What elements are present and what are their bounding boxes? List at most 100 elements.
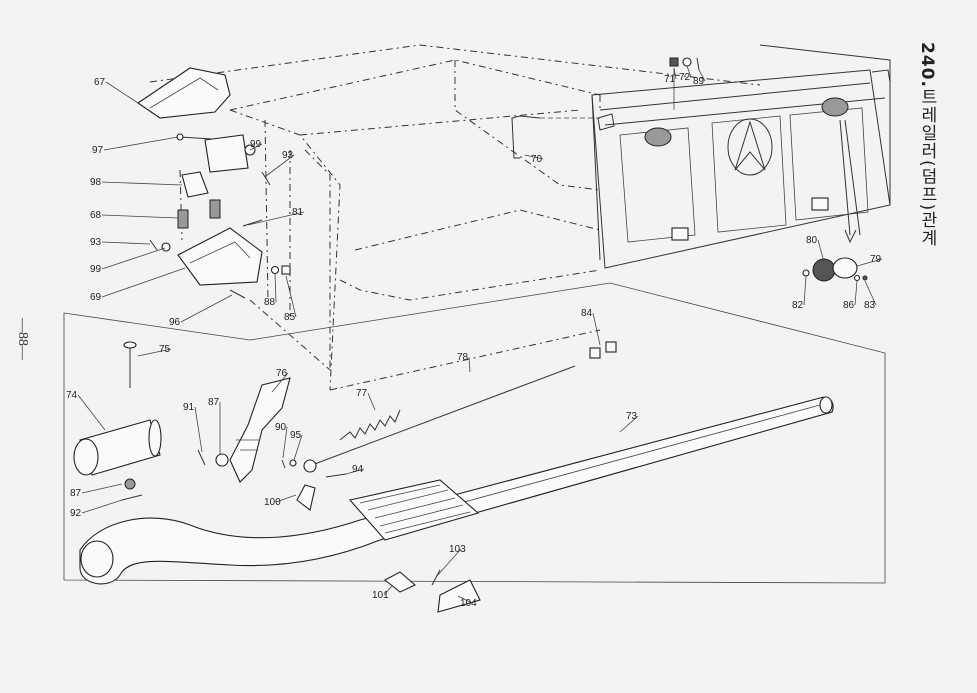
callout-label-78: 78 (457, 352, 469, 363)
callout-leader-100 (275, 494, 297, 503)
callout-label-99: 99 (250, 139, 262, 150)
callout-leader-74 (77, 394, 106, 431)
callout-label-90: 90 (275, 422, 287, 433)
callout-label-77: 77 (356, 388, 368, 399)
callout-label-85: 85 (284, 312, 296, 323)
callout-label-94: 94 (352, 464, 364, 475)
callout-leader-85 (285, 275, 297, 318)
callout-leader-98 (101, 181, 183, 186)
page-number: —88— (15, 318, 30, 360)
callout-leader-80 (817, 239, 825, 263)
lamp-lens-80 (802, 257, 868, 282)
lever-70 (511, 115, 541, 159)
callout-leader-96 (180, 294, 233, 323)
tailgate-assembly (591, 44, 891, 269)
callout-leader-76 (271, 372, 289, 393)
callout-label-101: 101 (372, 590, 389, 601)
callout-label-95: 95 (290, 430, 302, 441)
callout-leader-86 (854, 280, 858, 306)
pin-75 (123, 341, 137, 388)
callout-label-83: 83 (864, 300, 876, 311)
callout-leader-67 (105, 81, 139, 104)
callout-label-96: 96 (169, 317, 181, 328)
callout-leader-70 (524, 154, 544, 160)
hinge-left (671, 227, 689, 241)
callout-label-67: 67 (94, 77, 106, 88)
callout-label-97: 97 (92, 145, 104, 156)
clamp-74 (73, 419, 162, 476)
rod-78 (311, 365, 576, 466)
callout-leader-68 (101, 214, 179, 219)
nut-84a (589, 347, 601, 359)
callout-leader-90 (282, 426, 288, 459)
callout-label-89: 89 (693, 76, 705, 87)
callout-label-87: 87 (208, 397, 220, 408)
callout-label-86: 86 (843, 300, 855, 311)
callout-label-69: 69 (90, 292, 102, 303)
emblem-icon (727, 118, 773, 176)
callout-leader-81 (247, 211, 305, 226)
callout-label-82: 82 (792, 300, 804, 311)
page-title: 240.트레일러(덤프)관계 (915, 42, 940, 247)
callout-leader-104 (457, 595, 473, 604)
callout-leader-84 (592, 312, 601, 346)
trailer-body-outline (149, 44, 761, 391)
detail-frame (63, 282, 886, 584)
pins-71-72-89 (669, 57, 700, 110)
callout-label-93: 93 (282, 150, 294, 161)
callout-leader-78 (468, 356, 471, 373)
callout-leader-93 (265, 154, 295, 177)
callout-leader-97 (103, 136, 179, 151)
callout-leader-72 (686, 65, 692, 78)
tail-lamp-right-icon (821, 97, 849, 117)
callout-leader-101 (383, 585, 393, 596)
seat-bracket-assembly (137, 67, 291, 299)
callout-leader-79 (856, 258, 883, 267)
callout-label-88: 88 (264, 297, 276, 308)
callout-leader-92 (81, 499, 123, 514)
callout-label-76: 76 (276, 368, 288, 379)
callout-leader-89 (698, 69, 706, 82)
callout-leader-77 (367, 392, 376, 411)
step-plate (348, 479, 480, 541)
callout-label-84: 84 (581, 308, 593, 319)
spring-77 (339, 409, 401, 441)
callout-label-87: 87 (70, 488, 82, 499)
callout-leader-103 (436, 548, 462, 577)
callout-label-81: 81 (292, 207, 304, 218)
callout-label-92: 92 (70, 508, 82, 519)
callout-label-98: 98 (90, 177, 102, 188)
callout-leader-88 (274, 273, 277, 303)
callout-leader-73 (619, 415, 639, 433)
callout-label-104: 104 (460, 598, 477, 609)
callout-leader-69 (101, 267, 186, 298)
callout-label-68: 68 (90, 210, 102, 221)
callout-leader-75 (137, 348, 172, 357)
callout-label-103: 103 (449, 544, 466, 555)
callout-label-79: 79 (870, 254, 882, 265)
hinge-right (811, 197, 829, 211)
callout-leader-82 (803, 275, 807, 306)
callout-label-72: 72 (679, 72, 691, 83)
callout-leader-87 (81, 483, 123, 494)
callout-label-99: 99 (90, 264, 102, 275)
callout-leader-83 (864, 280, 877, 306)
pedal-lever-76 (229, 377, 291, 483)
callout-leader-99 (101, 247, 166, 270)
callout-label-73: 73 (626, 411, 638, 422)
callout-leader-94 (345, 468, 365, 475)
callout-label-71: 71 (664, 74, 676, 85)
tail-lamp-left-icon (644, 127, 672, 147)
callout-leader-95 (293, 434, 303, 461)
callout-label-70: 70 (531, 154, 543, 165)
callout-leader-99 (249, 143, 263, 151)
drawbar-tube-73 (79, 396, 834, 585)
section-number: 240. (917, 42, 937, 88)
callout-label-74: 74 (66, 390, 78, 401)
callout-leader-93 (101, 241, 151, 245)
section-title: 트레일러(덤프)관계 (917, 87, 937, 248)
nut-84b (605, 341, 617, 353)
